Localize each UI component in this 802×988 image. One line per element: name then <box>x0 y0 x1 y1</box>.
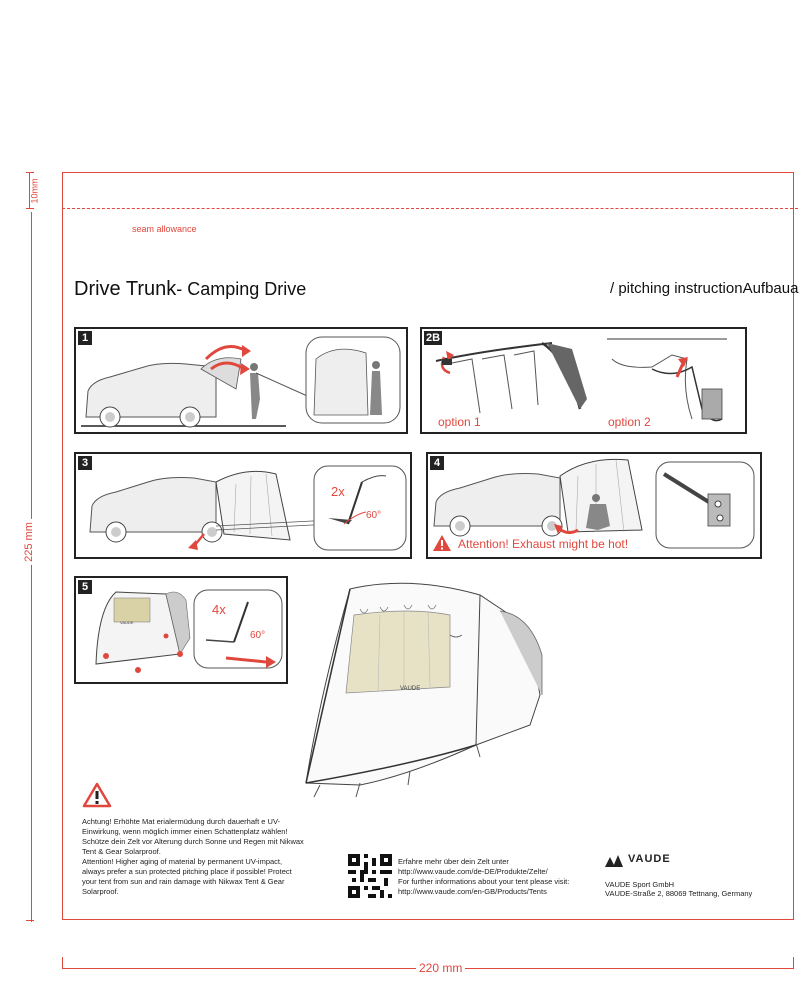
step-3-count: 2x <box>331 484 345 499</box>
print-frame <box>62 172 794 920</box>
warning-triangle-icon <box>433 535 451 551</box>
web-link-en[interactable]: http://www.vaude.com/en-GB/Products/Tent… <box>398 887 547 896</box>
step-5-badge: 5 <box>78 580 92 594</box>
dim-line-top <box>29 172 30 208</box>
exhaust-warning: Attention! Exhaust might be hot! <box>458 537 629 551</box>
company-name: VAUDE Sport GmbH <box>605 880 675 889</box>
step-3-badge: 3 <box>78 456 92 470</box>
step-5-tent-logo: VAUDE <box>120 620 134 625</box>
vaude-logo-icon <box>605 855 623 867</box>
uv-warning-text: Achtung! Erhöhte Mat erialermüdung durch… <box>82 817 304 897</box>
step-4-panel: 4 Attention! Exhaust might be hot! <box>426 452 762 559</box>
web-info: Erfahre mehr über dein Zelt unter http:/… <box>398 857 588 897</box>
title-main: Drive Trunk <box>74 278 177 300</box>
step-1-illustration <box>81 336 401 428</box>
step-1-panel: 1 <box>74 327 408 434</box>
step-3-panel: 3 2x 60° <box>74 452 412 559</box>
seam-allowance-label: seam allowance <box>132 224 197 234</box>
uv-warning-en: Attention! Higher aging of material by p… <box>82 857 292 896</box>
pitching-instruction-label: / pitching instructionAufbaua <box>610 280 799 297</box>
dim-line-left <box>31 212 32 922</box>
option-1-label: option 1 <box>438 415 481 429</box>
step-1-badge: 1 <box>78 331 92 345</box>
dim-label-10mm: 10mm <box>29 178 40 204</box>
company-info: VAUDE Sport GmbH VAUDE-Straße 2, 88069 T… <box>605 880 752 898</box>
step-3-angle: 60° <box>366 510 382 521</box>
company-address: VAUDE-Straße 2, 88069 Tettnang, Germany <box>605 889 753 898</box>
seam-allowance-line <box>62 208 798 209</box>
step-2-badge: 2B <box>424 331 442 345</box>
tent-brand-mark: VAUDE <box>400 686 420 692</box>
step-5-panel: 5 4x 60° VAUDE <box>74 576 288 684</box>
web-line-3: For further informations about your tent… <box>398 877 570 886</box>
dim-label-220mm: 220 mm <box>416 961 466 975</box>
step-4-badge: 4 <box>430 456 444 470</box>
web-line-1: Erfahre mehr über dein Zelt unter <box>398 857 509 866</box>
uv-warning-de: Achtung! Erhöhte Mat erialermüdung durch… <box>82 817 304 856</box>
tent-main-illustration: VAUDE <box>305 582 543 798</box>
step-3-illustration <box>89 465 407 551</box>
step-5-illustration <box>95 589 283 673</box>
step-5-count: 4x <box>212 602 226 617</box>
dim-label-225mm: 225 mm <box>22 519 35 565</box>
web-link-de[interactable]: http://www.vaude.com/de-DE/Produkte/Zelt… <box>398 867 548 876</box>
qr-code-icon[interactable] <box>348 854 392 898</box>
title-sub: - Camping Drive <box>176 279 307 299</box>
step-2-illustration <box>435 338 727 422</box>
warning-triangle-large-icon <box>82 782 112 808</box>
page-title: Drive Trunk- Camping Drive <box>74 278 306 301</box>
step-5-angle: 60° <box>250 630 266 641</box>
step-4-illustration <box>433 458 755 549</box>
step-2-panel: 2B option 1 option 2 <box>420 327 747 434</box>
option-2-label: option 2 <box>608 415 651 429</box>
vaude-wordmark: VAUDE <box>628 853 671 865</box>
